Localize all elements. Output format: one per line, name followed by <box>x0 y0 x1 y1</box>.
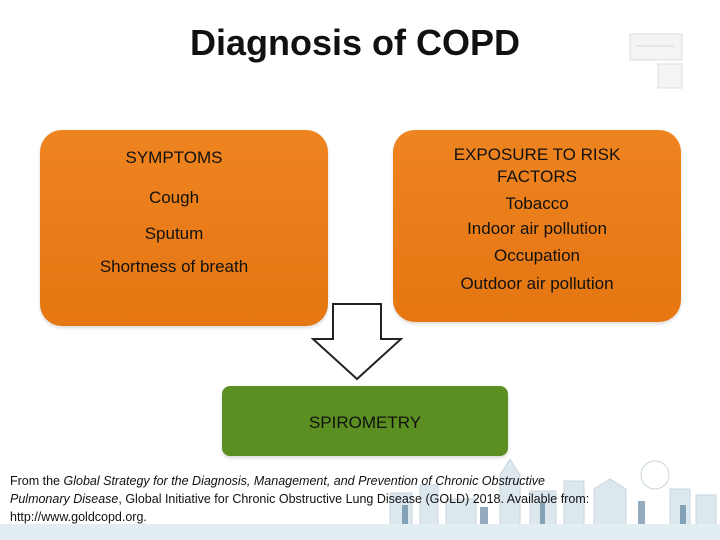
citation-title-a: Global Strategy for the Diagnosis, Manag… <box>63 474 546 488</box>
symptoms-heading: SYMPTOMS <box>125 148 223 167</box>
citation-url-link[interactable]: http://www.goldcopd.org <box>10 510 144 524</box>
citation-title-b: Pulmonary Disease <box>10 492 119 506</box>
symptom-item: Shortness of breath <box>99 257 249 276</box>
exposure-heading: EXPOSURE TO RISK FACTORS <box>393 144 681 188</box>
spirometry-box: SPIROMETRY <box>222 386 508 456</box>
exposure-item: Occupation <box>494 246 580 265</box>
logo-mark-icon <box>629 33 683 89</box>
symptom-item: Cough <box>148 188 200 207</box>
exposure-item: Indoor air pollution <box>467 219 607 238</box>
citation-text: From the Global Strategy for the Diagnos… <box>10 472 610 526</box>
citation-url-suffix: . <box>143 510 147 524</box>
symptoms-box: SYMPTOMS Cough Sputum Shortness of breat… <box>40 130 328 326</box>
exposure-item: Tobacco <box>505 194 569 213</box>
exposure-heading-line: EXPOSURE TO RISK <box>453 145 621 164</box>
exposure-box: EXPOSURE TO RISK FACTORS Tobacco Indoor … <box>393 130 681 322</box>
exposure-heading-line: FACTORS <box>497 167 577 186</box>
exposure-item: Outdoor air pollution <box>460 274 614 293</box>
footer-band <box>0 524 720 540</box>
citation-prefix: From the <box>10 474 64 488</box>
city-skyline-icon <box>389 458 717 525</box>
symptom-item: Sputum <box>144 224 204 243</box>
citation-suffix: , Global Initiative for Chronic Obstruct… <box>118 492 590 506</box>
spirometry-label: SPIROMETRY <box>308 413 422 432</box>
down-arrow-icon <box>311 303 403 381</box>
slide-title: Diagnosis of COPD <box>189 22 521 63</box>
